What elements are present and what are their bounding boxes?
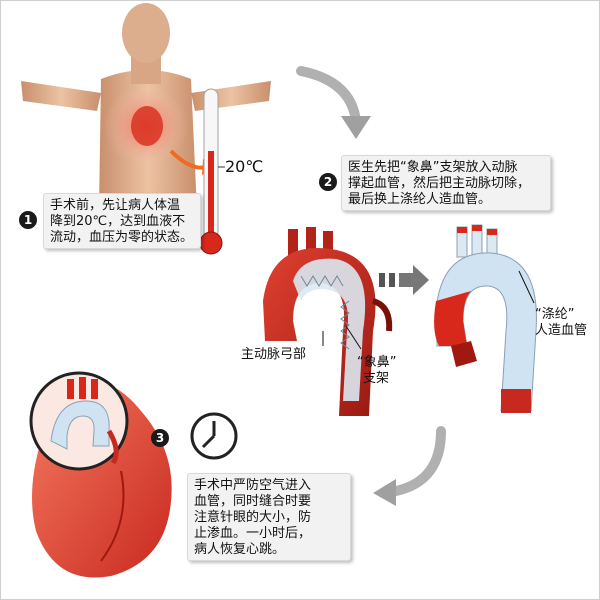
- elephant-trunk-stent-label-1: “象鼻”: [357, 355, 397, 370]
- aorta-with-stent: [263, 227, 393, 416]
- step-2-callout: 医生先把“象鼻”支架放入动脉 撑起血管，然后把主动脉切除， 最后换上涤纶人造血管…: [341, 155, 551, 211]
- elephant-trunk-stent-label-2: 支架: [363, 371, 390, 386]
- flow-arrow-2-to-3: [391, 426, 446, 496]
- step-2-line-3: 最后换上涤纶人造血管。: [348, 192, 492, 207]
- heart-in-chest: [131, 106, 163, 146]
- step-3-line-1: 手术中严防空气进入: [194, 478, 312, 493]
- transition-arrow: [379, 265, 429, 295]
- step-1-line-1: 手术前，先让病人体温: [50, 198, 181, 213]
- step-3-line-2: 血管，同时缝合时要: [194, 494, 312, 509]
- aortic-arch-label: 主动脉弓部: [241, 347, 307, 362]
- dacron-graft-label-2: 人造血管: [535, 323, 588, 338]
- step-2-line-2: 撑起血管，然后把主动脉切除，: [348, 176, 531, 191]
- patient-figure: [21, 3, 271, 211]
- step-3-line-5: 病人恢复心跳。: [194, 542, 286, 557]
- step-3-callout: 手术中严防空气进入 血管，同时缝合时要 注意针眼的大小，防 止渗血。一小时后， …: [187, 473, 351, 561]
- step-1-line-2: 降到20℃，达到血液不: [50, 214, 186, 229]
- step-1-number: 1: [19, 211, 37, 229]
- elephant-trunk-stent: [293, 258, 366, 401]
- thermometer: [199, 88, 225, 255]
- step-1-callout: 手术前，先让病人体温 降到20℃，达到血液不 流动，血压为零的状态。: [43, 193, 201, 249]
- flow-arrow-1-to-2: [296, 66, 361, 126]
- heart-illustration: [29, 371, 172, 578]
- step-3-number: 3: [151, 429, 169, 447]
- step-3-line-4: 止渗血。一小时后，: [194, 526, 312, 541]
- aorta-with-dacron-graft: [434, 224, 537, 413]
- dacron-graft-label-1: “涤纶”: [535, 307, 575, 322]
- step-1-line-3: 流动，血压为零的状态。: [50, 230, 194, 245]
- step-3-line-3: 注意针眼的大小，防: [194, 510, 312, 525]
- step-2-number: 2: [319, 173, 337, 191]
- clock-icon: [190, 412, 238, 460]
- temperature-label: 20℃: [225, 157, 264, 176]
- step-2-line-1: 医生先把“象鼻”支架放入动脉: [348, 160, 518, 175]
